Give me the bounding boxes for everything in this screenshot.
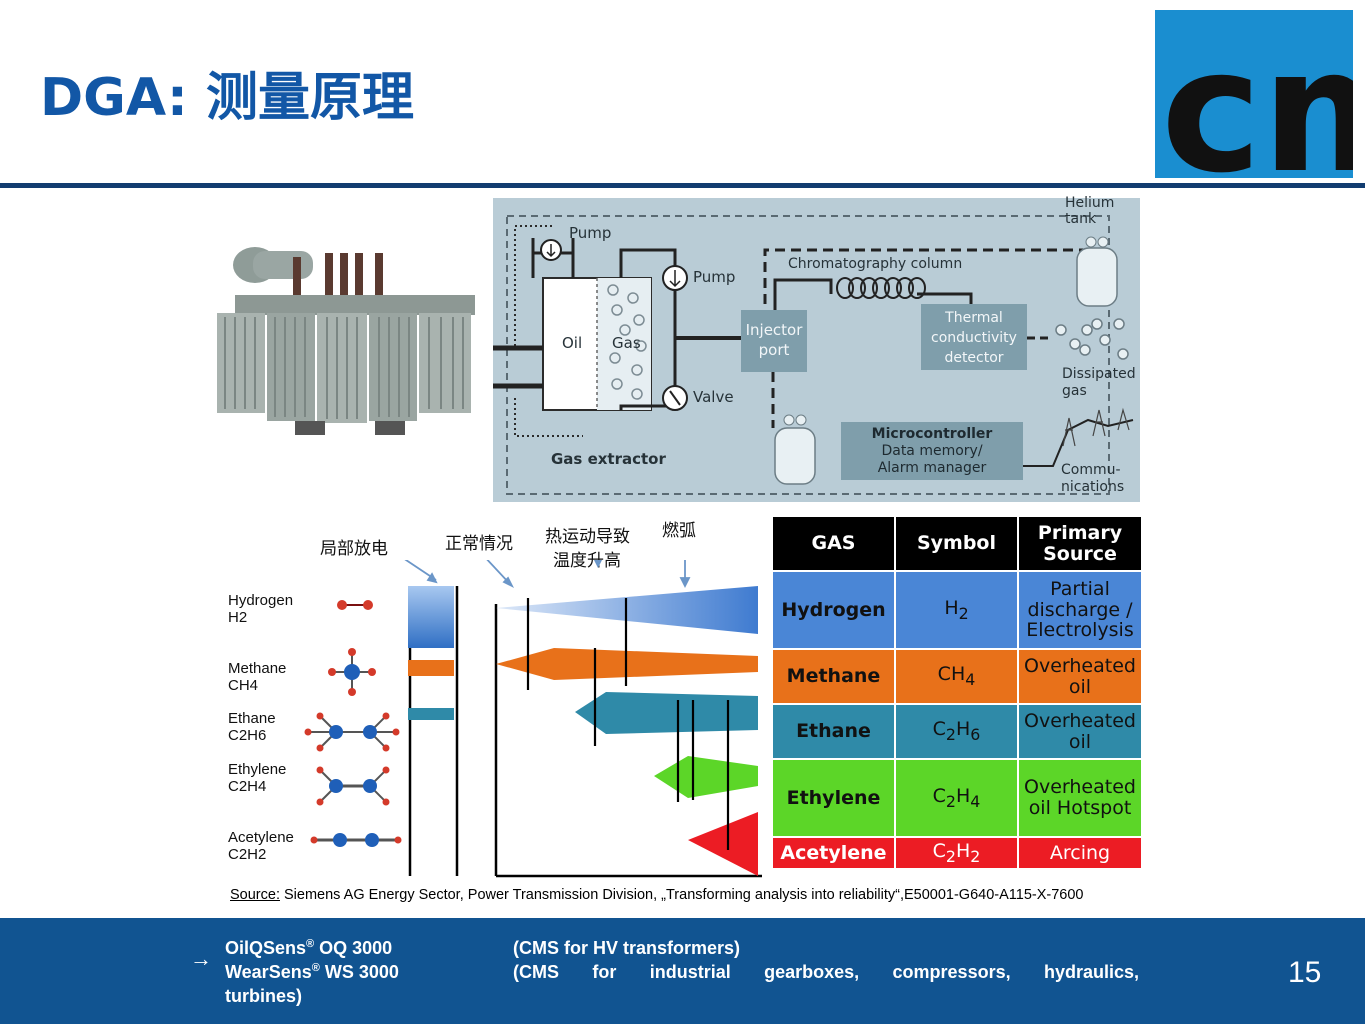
ethane-partial-discharge-bar [408, 708, 454, 720]
footer-bar [0, 918, 1365, 1024]
fault-gas-chart [304, 560, 762, 878]
gas-source: Arcing [1017, 836, 1143, 870]
gas-symbol: CH4 [894, 648, 1019, 705]
chromatography-column-label: Chromatography column [788, 256, 963, 272]
category-normal: 正常情况 [445, 534, 513, 554]
title-divider [0, 183, 1365, 188]
gas-extractor-label: Gas extractor [551, 450, 666, 468]
acetylene-trend-wedge [688, 812, 758, 876]
cmc-logo-mark: cmc [1155, 10, 1353, 178]
gas-name: Ethylene [771, 758, 896, 838]
table-row: Ethane C2H6 Overheated oil [771, 703, 1143, 760]
communications-label: Commu- nications [1061, 462, 1125, 495]
category-arcing: 燃弧 [662, 521, 696, 541]
ethylene-trend-wedge [654, 756, 758, 798]
gas-symbol: C2H4 [894, 758, 1019, 838]
tcd-label: Thermal conductivity detector [931, 310, 1017, 366]
gas-name: Ethane [771, 703, 896, 760]
pump-right-label: Pump [693, 268, 736, 286]
pump-top-label: Pump [569, 224, 612, 242]
helium-tank-label: Helium tank [1065, 195, 1115, 227]
dga-diagram-lines [493, 215, 1134, 495]
molecule-methane-icon [328, 648, 376, 696]
category-thermal-line1: 热运动导致 [545, 527, 630, 547]
gas-name: Acetylene [771, 836, 896, 870]
dga-system-diagram: Pump Pump Valve Oil Gas Gas extractor In… [493, 195, 1140, 502]
gas-table-header-source: Primary Source [1017, 515, 1143, 572]
injector-port-label: Injector port [745, 321, 803, 359]
gas-symbol: H2 [894, 570, 1019, 650]
gas-source: Overheated oil [1017, 703, 1143, 760]
category-thermal-line2: 温度升高 [553, 551, 621, 571]
cmc-logo: cmc [1155, 10, 1353, 178]
gas-name: Hydrogen [771, 570, 896, 650]
molecule-hydrogen-icon [337, 600, 373, 610]
product-wearsens-desc: (CMS for industrial gearboxes, compresso… [513, 962, 1139, 982]
molecule-acetylene-icon [310, 833, 402, 847]
microcontroller-label: Microcontroller Data memory/ Alarm manag… [871, 426, 993, 476]
gas-table-header-symbol: Symbol [894, 515, 1019, 572]
gas-symbol: C2H6 [894, 703, 1019, 760]
footer-arrow-icon: → [190, 946, 212, 971]
gas-table-header-row: GAS Symbol Primary Source [771, 515, 1143, 572]
gas-symbol: C2H2 [894, 836, 1019, 870]
molecule-ethane-icon [304, 712, 400, 752]
table-row: Methane CH4 Overheated oil [771, 648, 1143, 705]
transformer-image [217, 247, 475, 435]
valve-label: Valve [693, 388, 734, 406]
table-row: Ethylene C2H4 Overheated oil Hotspot [771, 758, 1143, 838]
gas-source: Partial discharge / Electrolysis [1017, 570, 1143, 650]
molecule-ethylene-icon [316, 766, 390, 806]
dissipated-gas-label: Dissipated gas [1062, 366, 1136, 399]
gas-label: Gas [612, 334, 641, 352]
gas-source: Overheated oil [1017, 648, 1143, 705]
methane-partial-discharge-bar [408, 660, 454, 676]
product-wearsens: WearSens® WS 3000 [225, 962, 399, 982]
gas-table: GAS Symbol Primary Source Hydrogen H2 Pa… [771, 515, 1143, 870]
table-row: Hydrogen H2 Partial discharge / Electrol… [771, 570, 1143, 650]
oil-label: Oil [562, 334, 583, 352]
product-oilqsens: OilQSens® OQ 3000 [225, 938, 393, 958]
source-citation: Source: Siemens AG Energy Sector, Power … [230, 887, 1084, 903]
category-partial-discharge: 局部放电 [320, 539, 388, 559]
slide-title: DGA: 测量原理 [40, 68, 414, 128]
gas-table-header-gas: GAS [771, 515, 896, 572]
product-oilqsens-desc: (CMS for HV transformers) [513, 938, 741, 958]
gas-name: Methane [771, 648, 896, 705]
hydrogen-partial-discharge-bar [408, 586, 454, 648]
table-row: Acetylene C2H2 Arcing [771, 836, 1143, 870]
page-number: 15 [1288, 956, 1322, 989]
ethane-trend-wedge [575, 692, 758, 734]
gas-source: Overheated oil Hotspot [1017, 758, 1143, 838]
product-wearsens-desc-cont: turbines) [225, 986, 303, 1006]
logo-text: cmc [1161, 13, 1353, 178]
